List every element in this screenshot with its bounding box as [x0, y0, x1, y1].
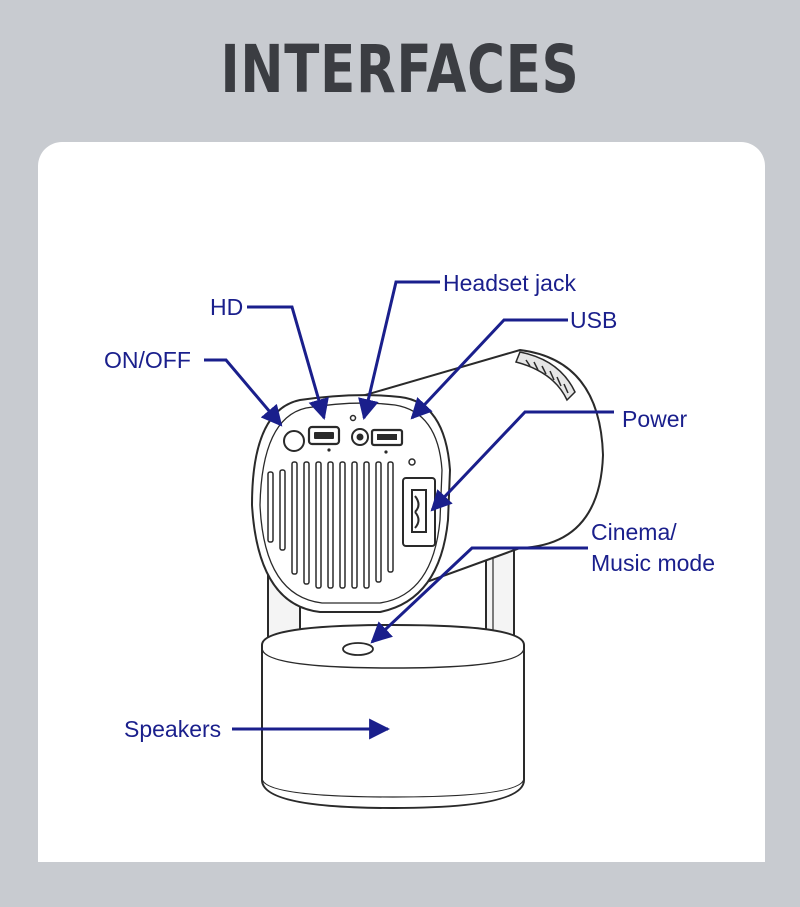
usb-label: USB [570, 307, 617, 333]
back-plate [250, 394, 452, 613]
cinema-label-line1: Cinema/ [591, 519, 677, 545]
usb-callout [410, 318, 568, 420]
on-off-button [283, 430, 305, 452]
hd-label: HD [210, 294, 243, 320]
power-label: Power [622, 406, 688, 432]
page-title: INTERFACES [220, 31, 580, 108]
cinema-label-line2: Music mode [591, 550, 715, 576]
on-off-label: ON/OFF [104, 347, 191, 373]
hd-callout [247, 305, 329, 421]
top-vent [514, 351, 576, 402]
on-off-callout [204, 358, 283, 427]
back-vents [267, 461, 394, 589]
back-plate-rim [259, 402, 443, 604]
speaker-base [261, 623, 525, 810]
power-callout [430, 410, 614, 512]
cinema-mode-button [342, 642, 374, 656]
headset-jack-callout [358, 280, 440, 421]
power-socket [402, 477, 436, 547]
projector-illustration [250, 348, 605, 810]
callout-lines [204, 280, 614, 740]
speakers-label: Speakers [124, 716, 221, 742]
headset-jack-label: Headset jack [443, 270, 576, 296]
cinema-callout [370, 546, 588, 644]
